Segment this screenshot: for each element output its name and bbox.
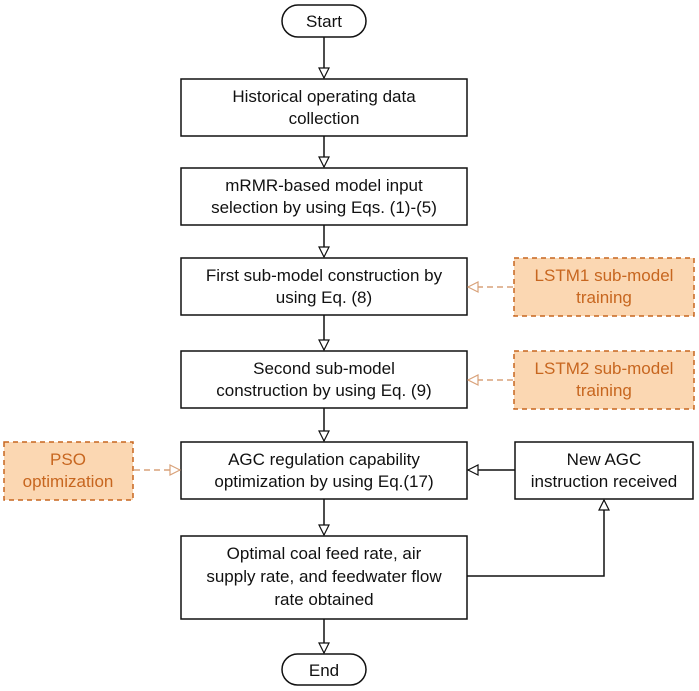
step-optimal-rates-line-3: rate obtained [274, 590, 373, 609]
step-agc-optimization: AGC regulation capability optimization b… [180, 441, 468, 500]
lstm2-training-line-2: training [576, 381, 632, 400]
step-optimal-rates-line-2: supply rate, and feedwater flow [206, 567, 442, 586]
lstm1-training-box: LSTM1 sub-model training [513, 257, 695, 317]
step-second-sub-model: Second sub-model construction by using E… [180, 350, 468, 409]
step-optimal-rates-line-1: Optimal coal feed rate, air [227, 544, 422, 563]
lstm1-training-line-2: training [576, 288, 632, 307]
step-data-collection-line-1: Historical operating data [232, 87, 416, 106]
step-first-sub-model-line-1: First sub-model construction by [206, 266, 443, 285]
step-first-sub-model-line-2: using Eq. (8) [276, 288, 372, 307]
step-second-sub-model-line-2: construction by using Eq. (9) [216, 381, 431, 400]
start-label: Start [306, 12, 342, 31]
step-input-selection: mRMR-based model input selection by usin… [180, 167, 468, 226]
lstm2-training-line-1: LSTM2 sub-model [535, 359, 674, 378]
new-agc-instruction-line-1: New AGC [567, 450, 642, 469]
step-data-collection: Historical operating data collection [180, 78, 468, 137]
end-label: End [309, 661, 339, 680]
step-optimal-rates: Optimal coal feed rate, air supply rate,… [180, 535, 468, 620]
new-agc-instruction-box: New AGC instruction received [514, 441, 694, 500]
pso-optimization-box: PSO optimization [3, 441, 134, 501]
new-agc-instruction-line-2: instruction received [531, 472, 677, 491]
pso-optimization-line-1: PSO [50, 450, 86, 469]
lstm1-training-line-1: LSTM1 sub-model [535, 266, 674, 285]
end-terminal: End [281, 653, 367, 686]
lstm2-training-box: LSTM2 sub-model training [513, 350, 695, 410]
step-first-sub-model: First sub-model construction by using Eq… [180, 257, 468, 316]
pso-optimization-line-2: optimization [23, 472, 114, 491]
step-second-sub-model-line-1: Second sub-model [253, 359, 395, 378]
step-data-collection-line-2: collection [289, 109, 360, 128]
step-input-selection-line-1: mRMR-based model input [225, 176, 423, 195]
arrow-step6-to-new-agc [467, 500, 604, 577]
step-agc-optimization-line-2: optimization by using Eq.(17) [214, 472, 433, 491]
start-terminal: Start [281, 4, 367, 38]
step-agc-optimization-line-1: AGC regulation capability [228, 450, 420, 469]
step-input-selection-line-2: selection by using Eqs. (1)-(5) [211, 198, 437, 217]
